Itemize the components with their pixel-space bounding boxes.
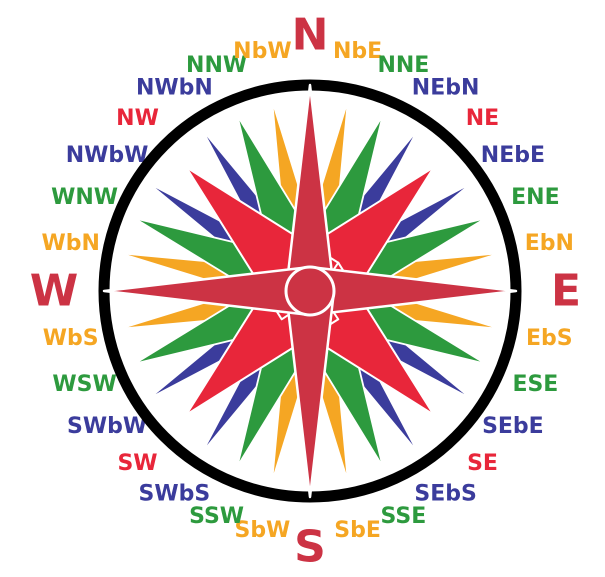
label-sse: SSE xyxy=(381,504,427,529)
center-hub xyxy=(286,267,334,315)
label-nwbw: NWbW xyxy=(66,143,149,168)
label-wbn: WbN xyxy=(41,231,99,256)
label-nw: NW xyxy=(116,106,159,131)
label-nebe: NEbE xyxy=(481,143,545,168)
label-sbe: SbE xyxy=(334,518,381,543)
label-ese: ESE xyxy=(512,372,558,397)
label-nbe: NbE xyxy=(333,39,382,64)
label-wnw: WNW xyxy=(51,185,118,210)
label-ssw: SSW xyxy=(189,504,244,529)
label-ne: NE xyxy=(466,106,499,131)
label-ene: ENE xyxy=(511,185,559,210)
label-w: W xyxy=(30,266,79,317)
label-wbs: WbS xyxy=(43,326,99,351)
label-se: SE xyxy=(467,451,498,476)
label-swbs: SWbS xyxy=(139,481,211,506)
label-nne: NNE xyxy=(377,53,429,78)
label-wsw: WSW xyxy=(52,372,116,397)
label-ebn: EbN xyxy=(525,231,574,256)
label-nebn: NEbN xyxy=(412,76,480,101)
label-nwbn: NWbN xyxy=(136,76,213,101)
label-e: E xyxy=(551,266,581,317)
label-sebe: SEbE xyxy=(482,414,544,439)
label-sebs: SEbS xyxy=(414,481,476,506)
label-sw: SW xyxy=(117,451,157,476)
label-ebs: EbS xyxy=(526,326,573,351)
label-n: N xyxy=(292,10,329,61)
label-nbw: NbW xyxy=(233,39,291,64)
label-swbw: SWbW xyxy=(67,414,147,439)
label-s: S xyxy=(294,522,326,573)
